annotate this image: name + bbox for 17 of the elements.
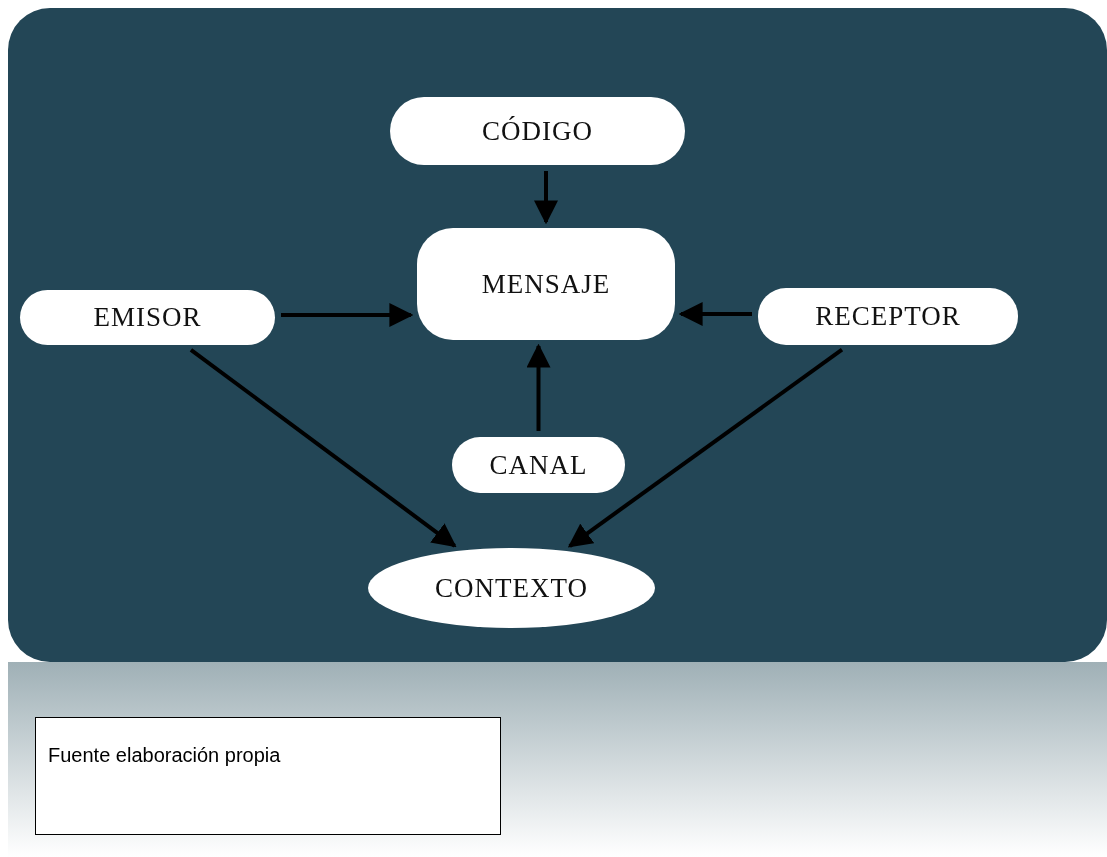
rounded-box bbox=[452, 437, 625, 493]
rounded-box bbox=[20, 290, 275, 345]
arrow bbox=[534, 171, 558, 225]
node-label: CÓDIGO bbox=[482, 115, 593, 147]
arrow bbox=[189, 348, 457, 548]
arrow bbox=[678, 302, 752, 326]
rounded-box bbox=[417, 228, 675, 340]
node-label: CONTEXTO bbox=[435, 572, 588, 604]
arrow bbox=[281, 303, 414, 327]
node-label: CANAL bbox=[489, 449, 588, 481]
rounded-box bbox=[758, 288, 1018, 345]
node-label: RECEPTOR bbox=[815, 301, 961, 332]
node-label: EMISOR bbox=[93, 302, 202, 333]
node-label: MENSAJE bbox=[481, 268, 611, 300]
arrow bbox=[526, 343, 551, 431]
arrow bbox=[567, 348, 844, 548]
caption: Fuente elaboración propia bbox=[35, 717, 501, 835]
